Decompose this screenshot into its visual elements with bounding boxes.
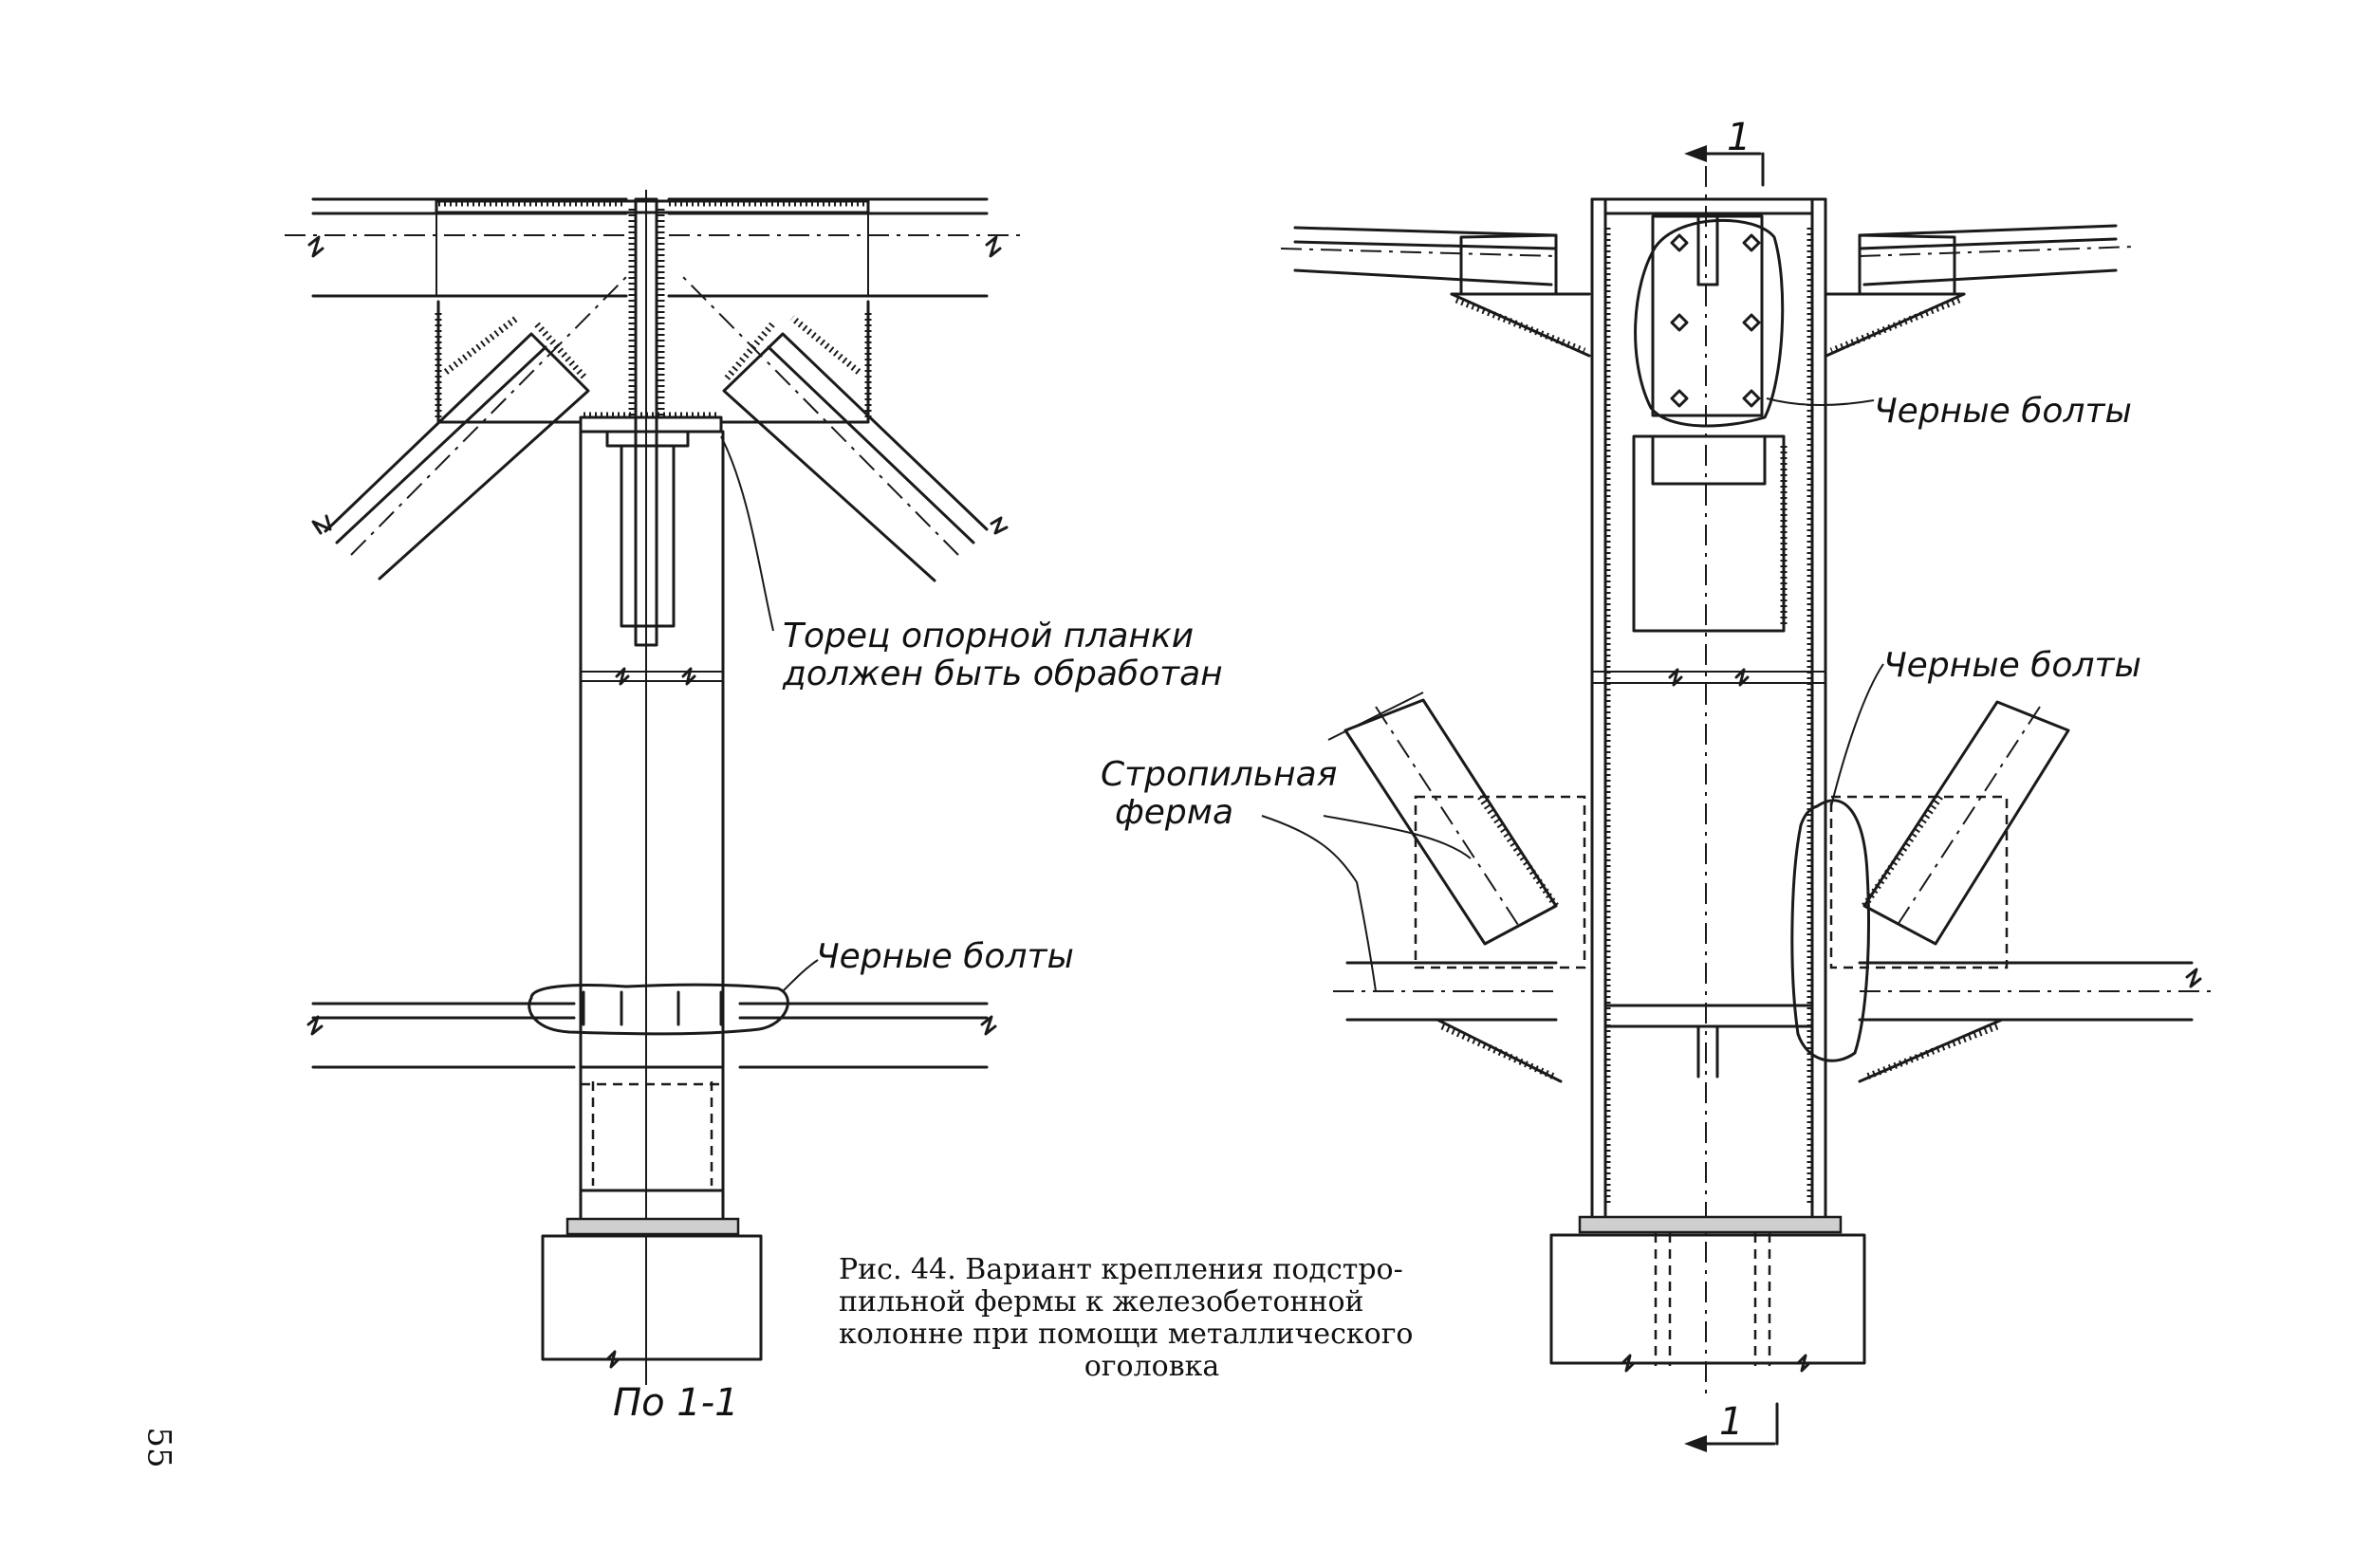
section-mark-top: 1 xyxy=(1727,116,1751,159)
caption-line-2: пильной фермы к железобетонной xyxy=(839,1285,1364,1319)
truss-label-line2: ферма xyxy=(1115,793,1233,832)
left-section-view xyxy=(285,190,1025,1385)
black-bolts-label-left: Черные болты xyxy=(816,937,1074,976)
section-arrow-top xyxy=(1684,145,1765,187)
column-right xyxy=(1590,166,1827,1394)
foundation-right xyxy=(1549,1233,1866,1373)
upper-beam-left xyxy=(1280,226,1591,358)
figure-caption: Рис. 44. Вариант крепления подстро- пиль… xyxy=(839,1254,1465,1383)
section-view-label: По 1-1 xyxy=(613,1381,739,1425)
caption-line-3: колонне при помощи металлического xyxy=(839,1318,1414,1351)
truss-diagonal-right xyxy=(1829,700,2070,969)
black-bolts-label-top-right: Черные болты xyxy=(1874,392,2132,431)
bolt-group-top xyxy=(1670,233,1761,408)
caption-line-1: Рис. 44. Вариант крепления подстро- xyxy=(839,1253,1403,1286)
black-bolts-label-mid-right: Черные болты xyxy=(1883,646,2141,685)
truss-label-line1: Стропильная xyxy=(1101,755,1337,794)
truss-diagonal-left xyxy=(1327,692,1586,969)
top-chord-right xyxy=(667,197,1025,298)
lower-beam-right xyxy=(1333,961,2211,1083)
right-elevation-view xyxy=(1261,145,2211,1452)
end-face-note-line2: должен быть обработан xyxy=(782,655,1223,693)
foundation-left xyxy=(541,1234,763,1369)
column-left xyxy=(579,430,725,1221)
end-face-note-line1: Торец опорной планки xyxy=(783,617,1194,655)
section-arrow-bottom xyxy=(1684,1402,1779,1452)
diagonal-right xyxy=(682,276,1009,582)
caption-line-4: оголовка xyxy=(1084,1350,1220,1383)
diagonal-left xyxy=(311,276,627,581)
section-mark-bottom: 1 xyxy=(1719,1400,1743,1444)
lower-beam-left xyxy=(306,1002,997,1069)
page-number: 55 xyxy=(139,1427,178,1468)
upper-beam-right xyxy=(1825,224,2136,358)
